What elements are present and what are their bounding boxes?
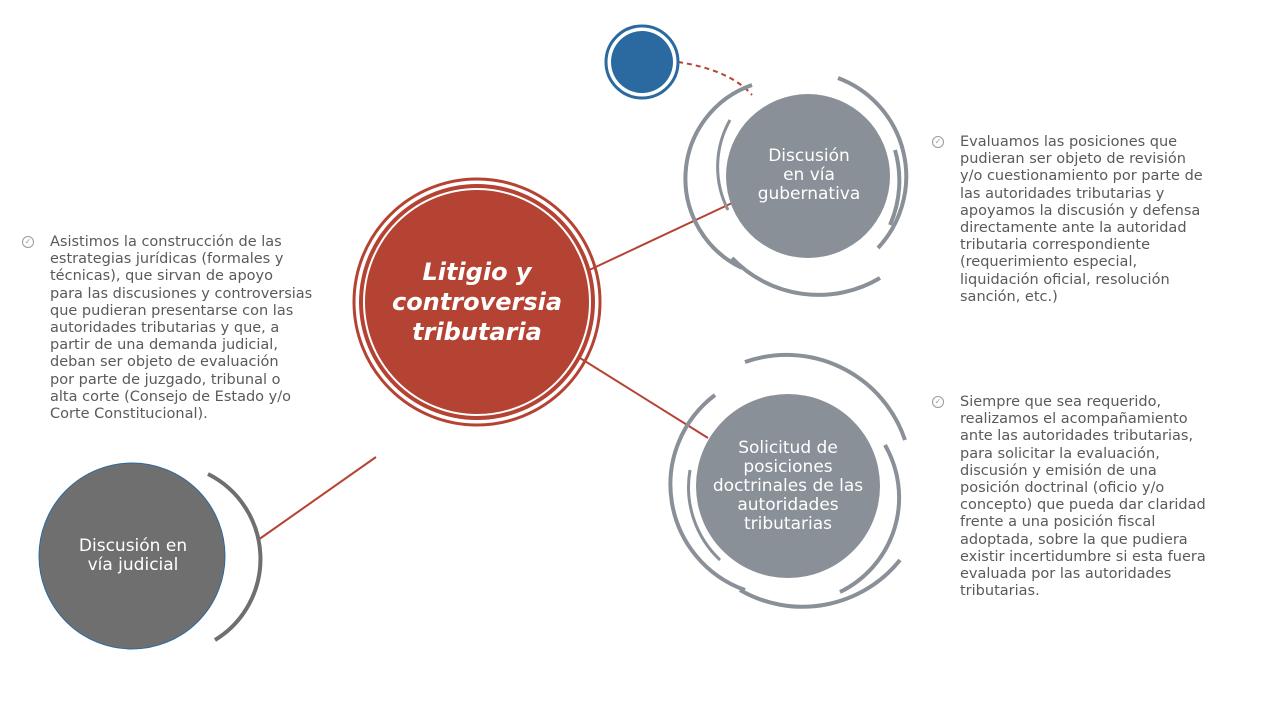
judicial-description: Asistimos la construcción de las estrate… — [50, 234, 313, 423]
gubernativa-ring-arc-3 — [730, 256, 882, 297]
dashed-connector — [677, 61, 753, 96]
check-icon: ✓ — [932, 396, 944, 408]
center-node-label-text: Litigio y controversia tributaria — [391, 258, 563, 346]
gubernativa-node-label: Discusión en vía gubernativa — [736, 130, 882, 220]
judicial-node-label: Discusión en vía judicial — [60, 526, 206, 586]
doctrinales-node-label-text: Solicitud de posiciones doctrinales de l… — [712, 437, 864, 534]
gubernativa-ring-arc-4 — [888, 149, 902, 226]
center-node-inner-ring — [363, 188, 591, 416]
connector-center-gubernativa — [584, 202, 733, 273]
check-icon: ✓ — [22, 236, 34, 248]
connector-center-judicial — [257, 456, 377, 541]
center-node-label: Litigio y controversia tributaria — [372, 212, 582, 392]
judicial-ring-arc — [207, 472, 263, 642]
center-node-outer-ring — [352, 177, 602, 427]
gubernativa-ring-arc-5 — [716, 119, 732, 211]
gubernativa-ring-arc-1 — [683, 83, 753, 270]
doctrinales-ring-arc-1 — [744, 352, 907, 441]
doctrinales-ring-arc-5 — [687, 469, 722, 562]
gubernativa-description: Evaluamos las posiciones que pudieran se… — [960, 134, 1203, 305]
check-icon: ✓ — [932, 136, 944, 148]
doctrinales-node-label: Solicitud de posiciones doctrinales de l… — [700, 430, 876, 542]
accent-dot-inner — [611, 31, 673, 93]
doctrinales-ring-arc-4 — [739, 558, 902, 609]
doctrinales-node — [696, 394, 880, 578]
doctrinales-ring-arc-3 — [839, 444, 902, 594]
gubernativa-ring-arc-2 — [837, 76, 909, 250]
center-node — [359, 184, 595, 420]
judicial-node — [38, 462, 226, 650]
gubernativa-node-label-text: Discusión en vía gubernativa — [757, 145, 861, 204]
doctrinales-ring-arc-2 — [668, 393, 746, 592]
judicial-node-label-text: Discusión en vía judicial — [78, 536, 188, 575]
doctrinales-description: Siempre que sea requerido, realizamos el… — [960, 394, 1206, 600]
gubernativa-node — [726, 94, 890, 258]
